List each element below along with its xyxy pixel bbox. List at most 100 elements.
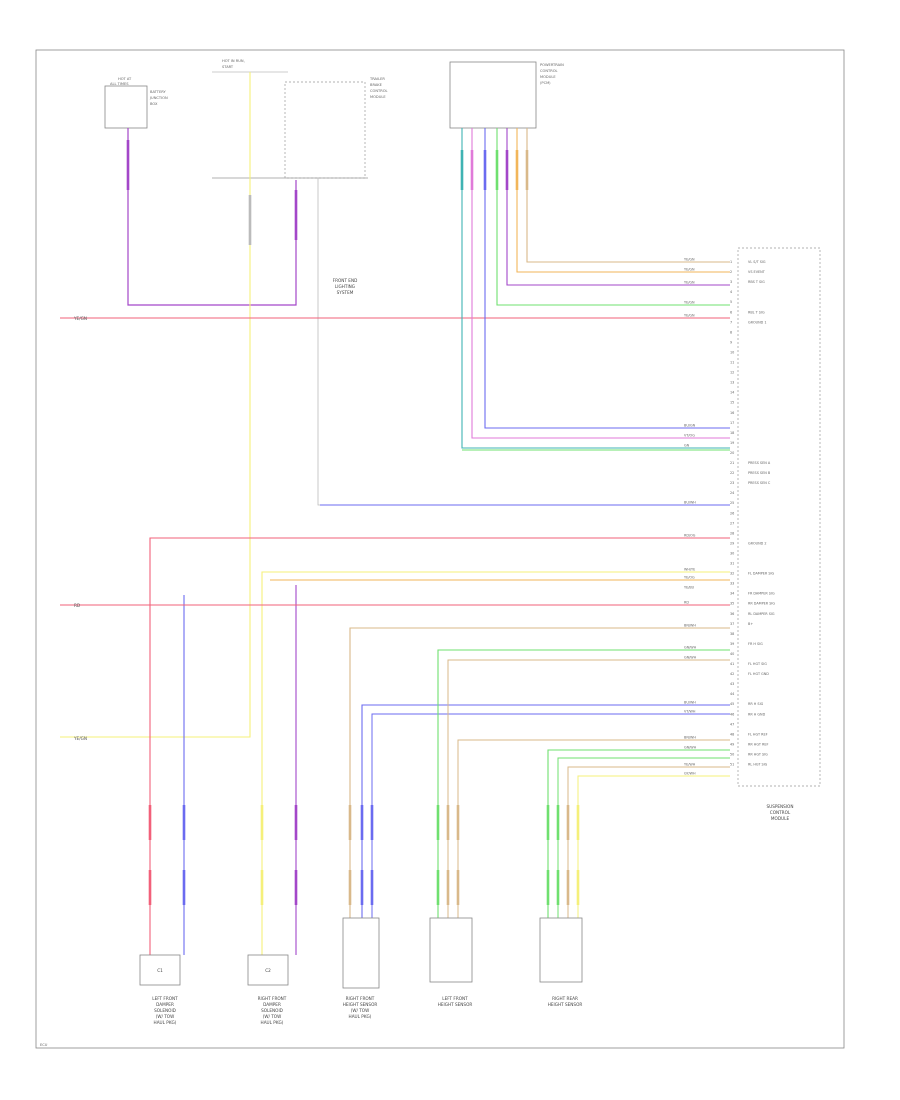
module-pin-label: RBL T SIG	[748, 310, 765, 314]
wire-tag: WH/YE	[684, 568, 695, 572]
module-pin-label: FR H SIG	[748, 642, 763, 646]
wire-pcm-marker-6	[525, 150, 529, 190]
fuse-box-mid: HOT IN RUN, START	[212, 59, 288, 73]
module-pin-label: PRESS SEN A	[748, 461, 771, 465]
module-pin-number: 13	[730, 381, 734, 385]
svg-text:MODULE: MODULE	[540, 75, 556, 79]
svg-text:SUSPENSION: SUSPENSION	[766, 804, 793, 809]
wire-bottom-marker-lower-3	[294, 870, 298, 905]
svg-text:HAUL PKG): HAUL PKG)	[261, 1020, 284, 1025]
svg-text:SOLENOID: SOLENOID	[261, 1008, 283, 1013]
svg-text:CONTROL: CONTROL	[540, 69, 558, 73]
svg-text:CONTROL: CONTROL	[370, 89, 388, 93]
wire-tan-rf-height	[349, 627, 730, 918]
wire-tag: GN/WH	[684, 656, 697, 660]
module-pin-number: 46	[730, 712, 734, 716]
wire-purple-loop	[127, 128, 297, 306]
bottom-component-1: C1 LEFT FRONT DAMPER SOLENOID (W/ TOW HA…	[139, 954, 181, 1025]
module-pin-number: 1	[730, 260, 732, 264]
svg-text:HOT AT: HOT AT	[118, 77, 132, 81]
module-pin-number: 18	[730, 431, 734, 435]
module-pin-number: 10	[730, 350, 734, 354]
bottom-component-3: RIGHT FRONT HEIGHT SENSOR (W/ TOW HAUL P…	[342, 917, 380, 1019]
module-pin-number: 31	[730, 562, 734, 566]
svg-text:RIGHT FRONT: RIGHT FRONT	[258, 996, 287, 1001]
wire-tag: RD	[684, 601, 689, 605]
svg-text:ALL TIMES: ALL TIMES	[110, 82, 129, 86]
module-pin-number: 29	[730, 541, 734, 545]
wire-tag: YE/GN	[684, 314, 695, 318]
wire-bottom-marker-0	[148, 805, 152, 840]
svg-text:HEIGHT SENSOR: HEIGHT SENSOR	[343, 1002, 378, 1007]
module-pin-number: 24	[730, 491, 734, 495]
wire-tag: YE/GN	[684, 258, 695, 262]
wire-bottom-marker-lower-12	[566, 870, 570, 905]
svg-text:TRAILER: TRAILER	[369, 77, 385, 81]
module-pin-label: RL HGT SIG	[748, 763, 768, 767]
module-pin-number: 12	[730, 371, 734, 375]
wire-blue-rf-height-a	[361, 704, 730, 918]
wire-bottom-marker-lower-8	[446, 870, 450, 905]
module-pin-number: 38	[730, 632, 734, 636]
svg-text:(W/ TOW: (W/ TOW	[156, 1014, 175, 1019]
bottom-component-5: RIGHT REAR HEIGHT SENSOR	[539, 917, 583, 1007]
svg-text:DAMPER: DAMPER	[263, 1002, 281, 1007]
wire-tag: BU/WH	[684, 701, 696, 705]
svg-text:DAMPER: DAMPER	[156, 1002, 174, 1007]
module-pin-number: 26	[730, 511, 734, 515]
module-pin-number: 47	[730, 722, 734, 726]
wire-bottom-marker-lower-9	[456, 870, 460, 905]
wire-bottom-marker-lower-13	[576, 870, 580, 905]
wire-green-lf-height-a	[437, 649, 730, 918]
module-pin-number: 50	[730, 752, 734, 756]
module-pin-label: FR DAMPER SIG	[748, 592, 775, 596]
wire-bottom-marker-1	[182, 805, 186, 840]
wire-bottom-marker-12	[566, 805, 570, 840]
module-pin-label: FL HGT SIG	[748, 662, 767, 666]
module-pin-label: VL S/T SIG	[748, 260, 766, 264]
svg-text:(W/ TOW: (W/ TOW	[263, 1014, 282, 1019]
svg-text:LEFT FRONT: LEFT FRONT	[442, 996, 468, 1001]
module-pin-label: RR H GND	[748, 712, 766, 716]
wire-tan-lf-height	[447, 659, 730, 918]
wire-bottom-marker-lower-1	[182, 870, 186, 905]
wire-blue-rf-height-b	[371, 713, 730, 918]
module-pin-number: 37	[730, 622, 734, 626]
wire-tag: GN/WH	[684, 746, 697, 750]
module-pin-number: 27	[730, 521, 734, 525]
wire-bottom-marker-9	[456, 805, 460, 840]
module-pin-number: 51	[730, 763, 734, 767]
left-label-1: YE/GN	[73, 316, 87, 321]
module-pin-label: B+	[748, 622, 753, 626]
ground-block: FRONT END LIGHTING SYSTEM	[333, 278, 358, 295]
wire-bottom-marker-lower-6	[370, 870, 374, 905]
wire-bottom-marker-lower-7	[436, 870, 440, 905]
module-pin-number: 42	[730, 672, 734, 676]
wire-pcm-marker-0	[460, 150, 464, 190]
diagram-frame	[35, 49, 845, 1049]
svg-text:SOLENOID: SOLENOID	[154, 1008, 176, 1013]
module-pin-label: RBS T SIG	[748, 280, 765, 284]
module-pin-number: 33	[730, 582, 734, 586]
module-pin-label: RR H SIG	[748, 702, 764, 706]
wire-yellow-rr	[577, 775, 730, 918]
bottom-component-2: C2 RIGHT FRONT DAMPER SOLENOID (W/ TOW H…	[247, 954, 289, 1025]
module-pin-number: 48	[730, 732, 734, 736]
wire-bottom-marker-6	[370, 805, 374, 840]
svg-text:C1: C1	[157, 968, 163, 973]
svg-text:FRONT END: FRONT END	[333, 278, 358, 283]
wire-purple-marker-b	[294, 190, 298, 240]
top-connector: POWERTRAIN CONTROL MODULE (PCM)	[449, 61, 564, 129]
wire-bottom-marker-lower-2	[260, 870, 264, 905]
module-pin-number: 16	[730, 411, 734, 415]
wire-yellow-main	[60, 72, 251, 738]
svg-text:POWERTRAIN: POWERTRAIN	[540, 63, 564, 67]
module-pin-label: GROUND 1	[748, 320, 767, 324]
module-pin-label: GROUND 2	[748, 541, 767, 545]
svg-text:HEIGHT SENSOR: HEIGHT SENSOR	[438, 1002, 473, 1007]
wire-green-rr-height-a	[547, 749, 730, 918]
module-pin-number: 36	[730, 612, 734, 616]
wire-bottom-marker-11	[556, 805, 560, 840]
svg-text:BATTERY: BATTERY	[150, 90, 167, 94]
